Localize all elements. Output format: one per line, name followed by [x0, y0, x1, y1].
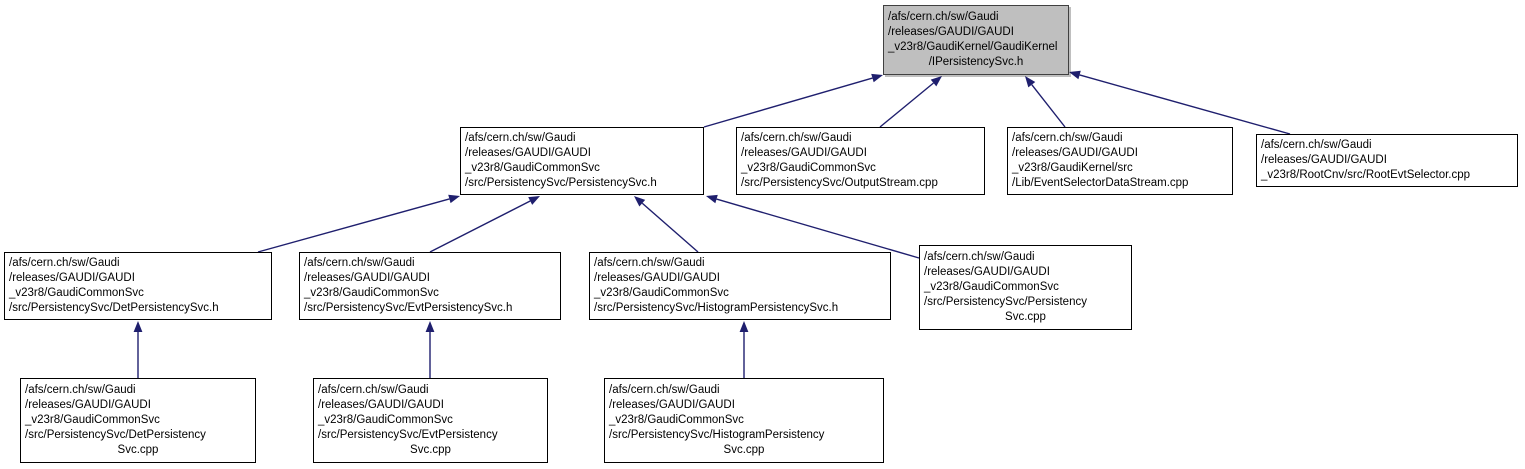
node-label-line: _v23r8/GaudiCommonSvc [924, 281, 1059, 293]
edge-persistencysvc-cpp-to-persistencysvc-h [706, 194, 920, 259]
node-label-line: /src/PersistencySvc/PersistencySvc.h [465, 177, 657, 189]
edge-histogrampersistencysvc-cpp-to-histogrampersistencysvc-h [739, 321, 749, 378]
node-label-line: /afs/cern.ch/sw/Gaudi [741, 132, 852, 144]
node-label-line: Svc.cpp [410, 444, 451, 456]
node-label-line: _v23r8/GaudiKernel/src [1012, 162, 1133, 174]
node-label-line: /releases/GAUDI/GAUDI [25, 399, 151, 411]
node-label-line: /releases/GAUDI/GAUDI [741, 147, 867, 159]
node-label-line: /src/PersistencySvc/DetPersistencySvc.h [9, 302, 219, 314]
node-label-line: /Lib/EventSelectorDataStream.cpp [1012, 177, 1189, 189]
node-label-line: _v23r8/GaudiCommonSvc [741, 162, 876, 174]
node-label-line: Svc.cpp [723, 444, 765, 456]
node-ipersistencysvc-h[interactable]: /afs/cern.ch/sw/Gaudi/releases/GAUDI/GAU… [883, 5, 1069, 75]
node-outputstream-cpp[interactable]: /afs/cern.ch/sw/Gaudi/releases/GAUDI/GAU… [736, 127, 985, 195]
node-label-line: /src/PersistencySvc/EvtPersistency [318, 429, 498, 441]
node-eventselectordatastream-cpp[interactable]: /afs/cern.ch/sw/Gaudi/releases/GAUDI/GAU… [1007, 127, 1233, 195]
node-label-line: /afs/cern.ch/sw/Gaudi [25, 384, 136, 396]
edge-eventselectordatastream-cpp-to-ipersistencysvc-h [1025, 76, 1066, 128]
node-label-line: /releases/GAUDI/GAUDI [1012, 147, 1138, 159]
node-detpersistencysvc-cpp[interactable]: /afs/cern.ch/sw/Gaudi/releases/GAUDI/GAU… [20, 378, 256, 463]
node-label-line: /src/PersistencySvc/DetPersistency [25, 429, 206, 441]
node-label-line: _v23r8/GaudiCommonSvc [465, 162, 600, 174]
node-label-line: /releases/GAUDI/GAUDI [888, 26, 1014, 38]
node-label-line: /afs/cern.ch/sw/Gaudi [1012, 132, 1123, 144]
node-label-line: /afs/cern.ch/sw/Gaudi [304, 257, 415, 269]
node-label-line: _v23r8/GaudiCommonSvc [25, 414, 160, 426]
node-persistencysvc-cpp[interactable]: /afs/cern.ch/sw/Gaudi/releases/GAUDI/GAU… [919, 245, 1132, 330]
node-label-line: Svc.cpp [1005, 311, 1046, 323]
node-label-line: _v23r8/RootCnv/src/RootEvtSelector.cpp [1261, 169, 1471, 181]
node-label-line: _v23r8/GaudiCommonSvc [594, 287, 729, 299]
node-label-line: _v23r8/GaudiCommonSvc [609, 414, 744, 426]
node-histogrampersistencysvc-h[interactable]: /afs/cern.ch/sw/Gaudi/releases/GAUDI/GAU… [589, 252, 891, 320]
node-label-line: /releases/GAUDI/GAUDI [318, 399, 444, 411]
node-label-line: /src/PersistencySvc/EvtPersistencySvc.h [304, 302, 513, 314]
node-label-line: /IPersistencySvc.h [928, 56, 1024, 68]
node-histogrampersistencysvc-cpp[interactable]: /afs/cern.ch/sw/Gaudi/releases/GAUDI/GAU… [604, 378, 884, 463]
node-label-line: /releases/GAUDI/GAUDI [304, 272, 430, 284]
node-rootevtselector-cpp[interactable]: /afs/cern.ch/sw/Gaudi/releases/GAUDI/GAU… [1256, 134, 1518, 187]
node-label-line: /src/PersistencySvc/HistogramPersistency [609, 429, 825, 441]
node-label-line: /afs/cern.ch/sw/Gaudi [924, 251, 1035, 263]
node-label-line: /releases/GAUDI/GAUDI [924, 266, 1050, 278]
node-label-line: /afs/cern.ch/sw/Gaudi [465, 132, 576, 144]
edge-outputstream-cpp-to-ipersistencysvc-h [879, 76, 942, 128]
node-label-line: /afs/cern.ch/sw/Gaudi [888, 11, 999, 23]
node-persistencysvc-h[interactable]: /afs/cern.ch/sw/Gaudi/releases/GAUDI/GAU… [460, 127, 704, 195]
edge-rootevtselector-cpp-to-ipersistencysvc-h [1069, 70, 1291, 135]
node-label-line: /afs/cern.ch/sw/Gaudi [9, 257, 120, 269]
node-label-line: _v23r8/GaudiKernel/GaudiKernel [888, 41, 1058, 53]
node-label-line: /releases/GAUDI/GAUDI [594, 272, 720, 284]
node-label-line: /src/PersistencySvc/HistogramPersistency… [594, 302, 839, 314]
edge-persistencysvc-h-to-ipersistencysvc-h [703, 73, 883, 128]
node-label-line: /releases/GAUDI/GAUDI [465, 147, 591, 159]
node-label-line: Svc.cpp [117, 444, 159, 456]
node-label-line: _v23r8/GaudiCommonSvc [304, 287, 439, 299]
node-label-line: /src/PersistencySvc/Persistency [924, 296, 1087, 308]
node-detpersistencysvc-h[interactable]: /afs/cern.ch/sw/Gaudi/releases/GAUDI/GAU… [4, 252, 272, 320]
edge-evtpersistencysvc-cpp-to-evtpersistencysvc-h [425, 321, 435, 378]
node-label-line: _v23r8/GaudiCommonSvc [9, 287, 144, 299]
node-label-line: /afs/cern.ch/sw/Gaudi [318, 384, 429, 396]
node-label-line: /afs/cern.ch/sw/Gaudi [594, 257, 705, 269]
edge-evtpersistencysvc-h-to-persistencysvc-h [429, 196, 540, 253]
node-label-line: /releases/GAUDI/GAUDI [1261, 154, 1387, 166]
edge-histogrampersistencysvc-h-to-persistencysvc-h [634, 196, 699, 253]
edge-detpersistencysvc-cpp-to-detpersistencysvc-h [133, 321, 143, 378]
node-evtpersistencysvc-h[interactable]: /afs/cern.ch/sw/Gaudi/releases/GAUDI/GAU… [299, 252, 561, 320]
node-label-line: _v23r8/GaudiCommonSvc [318, 414, 453, 426]
node-label-line: /afs/cern.ch/sw/Gaudi [1261, 139, 1372, 151]
node-label-line: /afs/cern.ch/sw/Gaudi [609, 384, 720, 396]
node-evtpersistencysvc-cpp[interactable]: /afs/cern.ch/sw/Gaudi/releases/GAUDI/GAU… [313, 378, 548, 463]
node-label-line: /releases/GAUDI/GAUDI [9, 272, 135, 284]
edge-detpersistencysvc-h-to-persistencysvc-h [257, 194, 460, 253]
node-label-line: /src/PersistencySvc/OutputStream.cpp [741, 177, 938, 189]
node-label-line: /releases/GAUDI/GAUDI [609, 399, 735, 411]
